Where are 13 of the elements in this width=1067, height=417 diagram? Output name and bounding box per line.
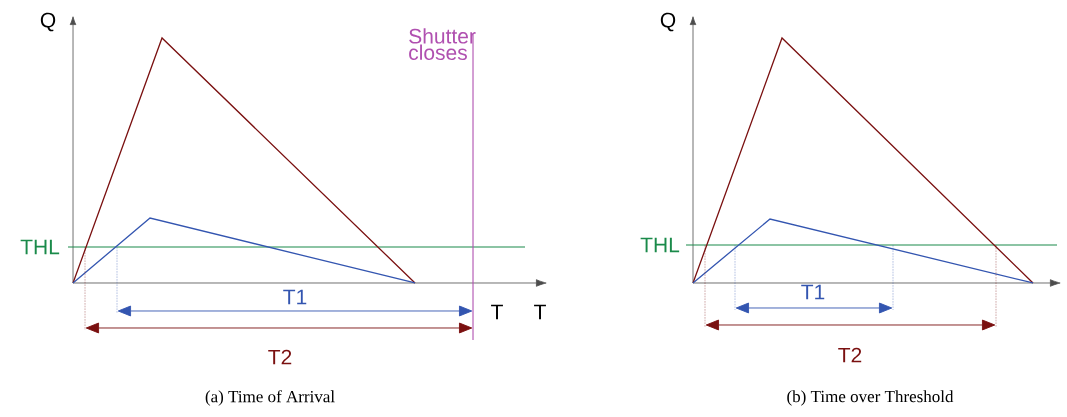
axis-label: T [491,304,503,320]
axis-label: Q [660,12,676,32]
dimension-label: T1 [283,289,307,305]
subfigure-caption: (a) Time of Arrival [205,390,335,406]
annotation-text: Shutter closes [409,28,476,61]
subfigure-caption: (b) Time over Threshold [787,390,954,406]
axis-label: T [534,304,546,320]
dimension-label: T1 [801,284,825,300]
dimension-label: T2 [268,349,292,365]
threshold-label: THL [20,239,60,255]
axis-label: Q [40,12,56,32]
threshold-label: THL [640,237,680,253]
dimension-label: T2 [838,347,862,363]
